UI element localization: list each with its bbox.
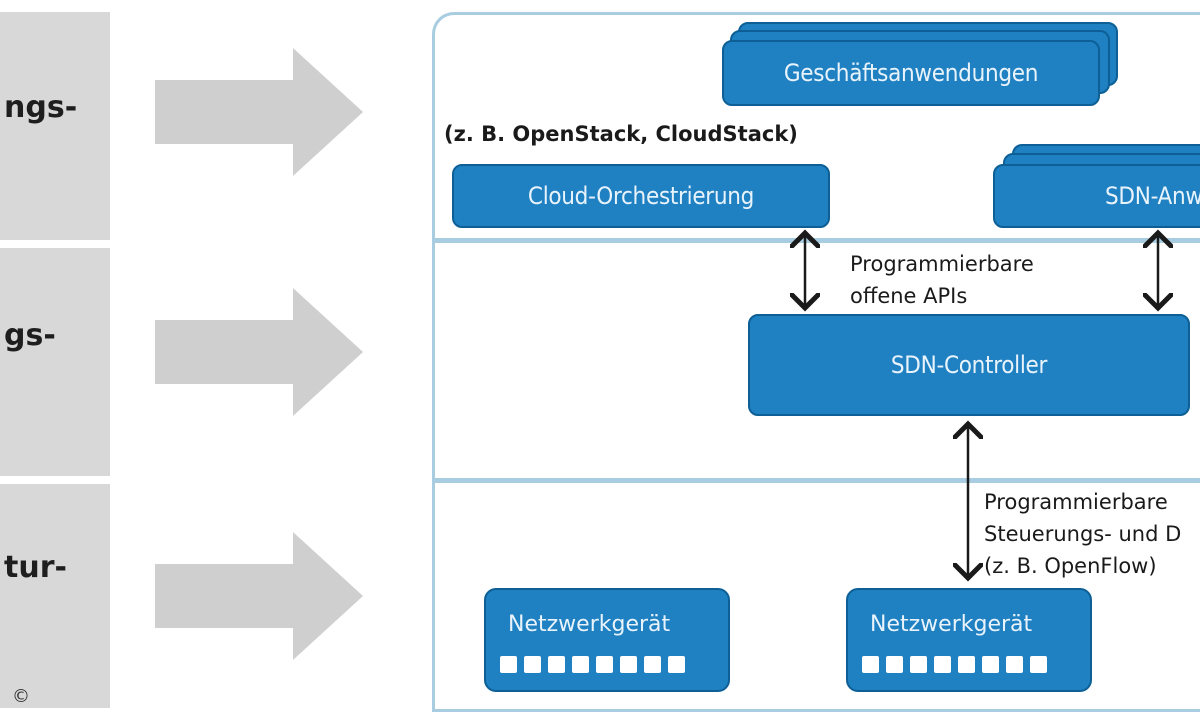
port-row <box>862 656 1047 673</box>
sdn-apps-label: SDN-Anwe <box>1105 182 1200 210</box>
copyright-symbol: © <box>12 686 30 707</box>
network-device-label: Netzwerkgerät <box>508 612 671 637</box>
port-row <box>500 656 685 673</box>
port-icon <box>524 656 541 673</box>
port-icon <box>958 656 975 673</box>
right-arrow-icon <box>155 48 363 176</box>
port-icon <box>862 656 879 673</box>
sdn-controller-box: SDN-Controller <box>748 314 1190 416</box>
port-icon <box>644 656 661 673</box>
port-icon <box>1006 656 1023 673</box>
port-icon <box>548 656 565 673</box>
port-icon <box>596 656 613 673</box>
network-device: Netzwerkgerät <box>484 588 730 692</box>
port-icon <box>668 656 685 673</box>
port-icon <box>910 656 927 673</box>
port-icon <box>1030 656 1047 673</box>
layer-label-control: gs- <box>4 318 56 353</box>
layer-label-box-control <box>0 248 110 476</box>
port-icon <box>934 656 951 673</box>
layer-divider-bottom <box>432 478 1200 483</box>
layer-label-infrastructure: tur- <box>4 550 67 585</box>
southbound-interface-note: Programmierbare Steuerungs- und D (z. B.… <box>984 490 1182 578</box>
layer-label-box-application <box>0 12 110 240</box>
right-arrow-icon <box>155 288 363 416</box>
network-device: Netzwerkgerät <box>846 588 1092 692</box>
port-icon <box>982 656 999 673</box>
layer-label-application: ngs- <box>4 90 78 125</box>
sdn-apps-box: SDN-Anwe <box>993 164 1200 228</box>
port-icon <box>500 656 517 673</box>
port-icon <box>886 656 903 673</box>
northbound-api-note: Programmierbare offene APIs <box>850 252 1034 308</box>
network-device-label: Netzwerkgerät <box>870 612 1033 637</box>
port-icon <box>572 656 589 673</box>
cloud-orchestration-note: (z. B. OpenStack, CloudStack) <box>444 122 798 146</box>
layer-label-box-infrastructure <box>0 484 110 708</box>
right-arrow-icon <box>155 532 363 660</box>
cloud-orchestration-box: Cloud-Orchestrierung <box>452 164 830 228</box>
port-icon <box>620 656 637 673</box>
business-apps-box: Geschäftsanwendungen <box>722 40 1100 106</box>
